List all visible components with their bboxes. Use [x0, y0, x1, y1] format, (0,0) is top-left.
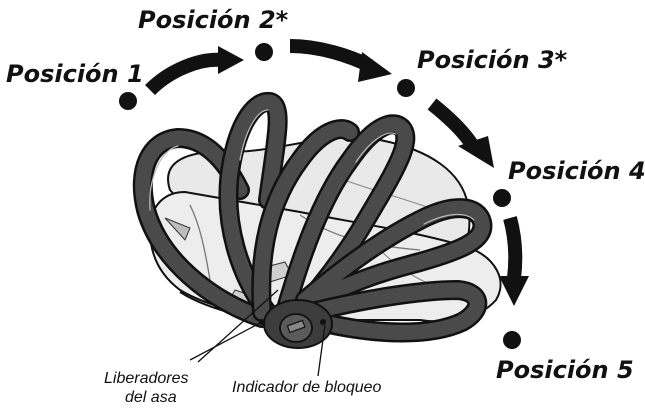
- position-1-dot: [119, 92, 137, 110]
- arrow-position-3-to-4: [432, 104, 494, 168]
- handle-release-label-line1: Liberadores: [104, 370, 189, 387]
- position-1-label: Posición 1: [6, 60, 144, 88]
- arrow-position-2-to-3: [290, 46, 392, 82]
- leader-handle-release-left: [190, 322, 262, 360]
- lock-indicator-dot: [320, 319, 326, 325]
- position-5-label: Posición 5: [496, 356, 634, 384]
- position-5-dot: [503, 331, 521, 349]
- position-2-dot: [255, 43, 273, 61]
- position-2-label: Posición 2*: [138, 6, 289, 34]
- handle-release-label-line2: del asa: [125, 389, 177, 406]
- arrow-position-4-to-5: [499, 218, 529, 306]
- position-4-dot: [493, 189, 511, 207]
- lock-indicator-label: Indicador de bloqueo: [232, 379, 382, 396]
- arrow-position-1-to-2: [150, 46, 244, 90]
- position-3-dot: [397, 79, 415, 97]
- position-3-label: Posición 3*: [417, 46, 568, 74]
- position-4-label: Posición 4: [508, 157, 645, 185]
